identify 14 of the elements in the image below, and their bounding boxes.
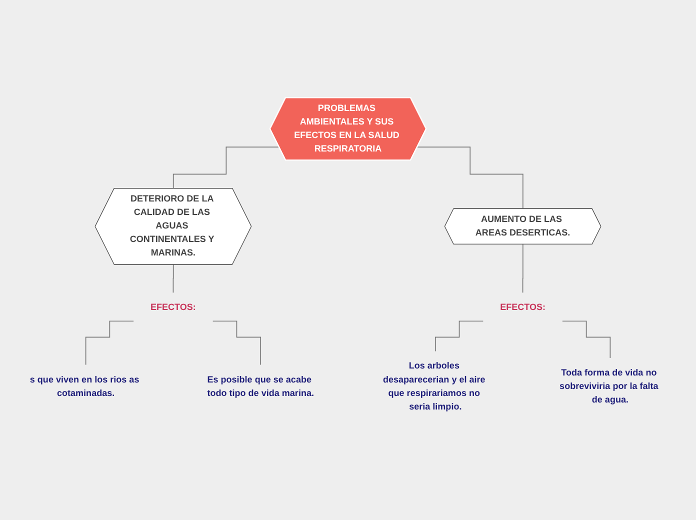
connector <box>522 244 524 294</box>
connector <box>562 320 611 359</box>
connector <box>434 320 484 352</box>
node-text: EFECTOS: <box>150 302 196 312</box>
node-text: Toda forma de vida no sobreviviria por la falta de agua. <box>560 368 658 405</box>
connector <box>172 264 174 294</box>
connector <box>85 320 134 366</box>
connector <box>172 146 280 190</box>
node-text: EFECTOS: <box>500 302 546 312</box>
node-text: Los arboles desaparecerian y el aire que respirariamos no seria limpio. <box>382 361 486 412</box>
connector <box>417 146 524 210</box>
node-text: Es posible que se acabe todo tipo de vida marina. <box>207 375 314 398</box>
node-text: s que viven en los rios as cotaminadas. <box>30 375 140 398</box>
connector <box>212 320 262 366</box>
